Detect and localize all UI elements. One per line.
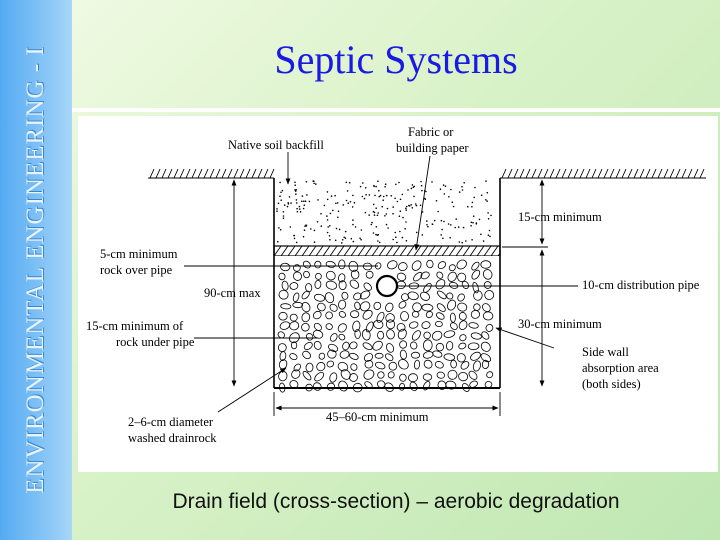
grass-left xyxy=(149,168,275,179)
grass-right xyxy=(501,168,705,179)
fabric-layer xyxy=(273,245,501,257)
leader-lines xyxy=(184,152,578,413)
distribution-pipe xyxy=(375,274,399,298)
trench xyxy=(273,178,501,393)
label-sidewall-1: Side wall xyxy=(582,345,629,359)
sidebar-banner: ENVIRONMENTAL ENGINEERING - I xyxy=(0,0,72,540)
title-divider xyxy=(72,108,720,112)
label-90cm: 90-cm max xyxy=(204,286,261,300)
label-5cm-2: rock over pipe xyxy=(100,263,173,277)
leader-sidewall xyxy=(495,327,555,349)
dimension-lines xyxy=(231,179,548,416)
label-5cm-1: 5-cm minimum xyxy=(100,247,178,261)
drainrock-stones xyxy=(277,259,495,393)
label-width: 45–60-cm minimum xyxy=(326,410,429,424)
leader-drainrock xyxy=(217,367,287,413)
soil-dots xyxy=(276,180,492,244)
label-native-soil: Native soil backfill xyxy=(228,138,324,152)
label-fabric-1: Fabric or xyxy=(408,125,454,139)
label-rock-2: washed drainrock xyxy=(128,431,217,445)
label-rock-1: 2–6-cm diameter xyxy=(128,415,214,429)
label-pipe: 10-cm distribution pipe xyxy=(582,278,700,292)
slide-title: Septic Systems xyxy=(274,37,518,82)
diagram-panel: Native soil backfill Fabric or building … xyxy=(78,116,718,472)
label-sidewall-3: (both sides) xyxy=(582,377,641,391)
course-name: ENVIRONMENTAL ENGINEERING - I xyxy=(22,46,49,494)
slide-caption: Drain field (cross-section) – aerobic de… xyxy=(172,490,620,513)
label-30cm-min: 30-cm minimum xyxy=(518,317,602,331)
label-15cm-min: 15-cm minimum xyxy=(518,210,602,224)
soil-backfill-layer xyxy=(274,178,500,246)
label-fabric-2: building paper xyxy=(396,141,469,155)
diagram-labels: Native soil backfill Fabric or building … xyxy=(86,125,700,445)
label-15cm-rock-2: rock under pipe xyxy=(116,335,195,349)
drain-field-cross-section: Native soil backfill Fabric or building … xyxy=(86,125,706,445)
ground-surface xyxy=(148,168,706,179)
label-15cm-rock-1: 15-cm minimum of xyxy=(86,319,184,333)
label-sidewall-2: absorption area xyxy=(582,361,659,375)
leader-fabric xyxy=(414,155,431,251)
